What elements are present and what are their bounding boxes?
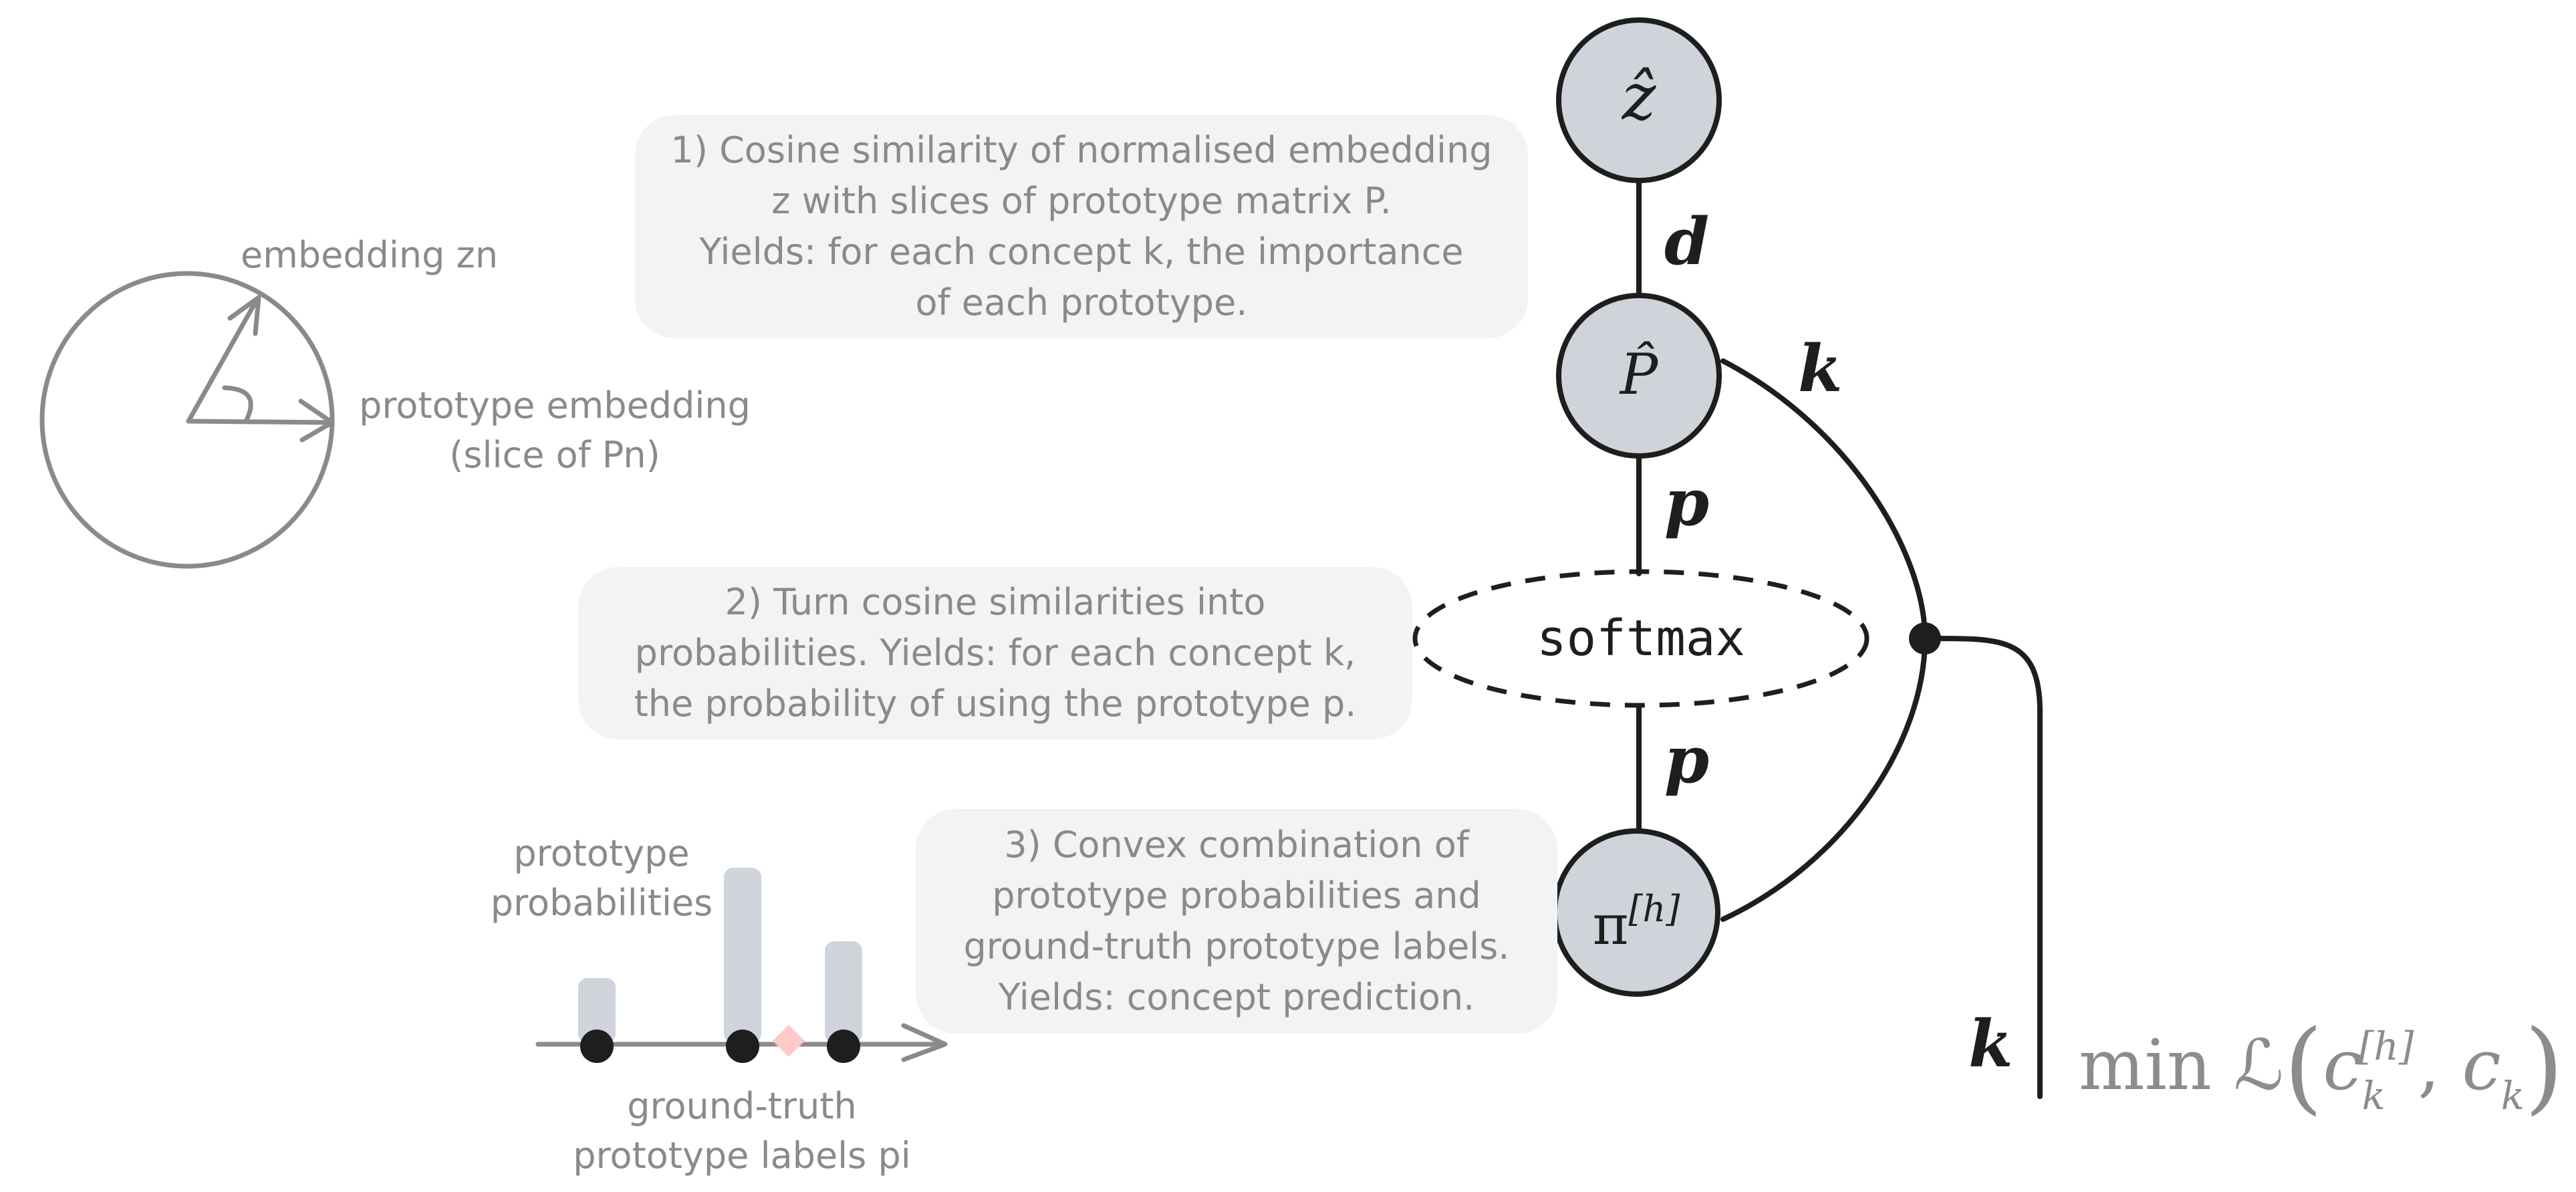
embedding-circle-sketch xyxy=(39,271,335,569)
merge-point xyxy=(1909,622,1941,654)
loss-c-hat: c xyxy=(2323,1024,2362,1106)
probability-bar xyxy=(578,978,616,1043)
ground-truth-labels-label: ground-truth prototype labels pi xyxy=(573,1085,911,1177)
loss-c-sub: k xyxy=(2500,1073,2525,1118)
edge-label-k-bottom: k xyxy=(1968,1006,2013,1082)
edge-label-k-top: k xyxy=(1798,331,1843,406)
probability-bar xyxy=(825,941,862,1043)
embedding-arrow xyxy=(186,295,261,424)
softmax-label: softmax xyxy=(1537,610,1745,667)
note-step-2: 2) Turn cosine similarities into probabi… xyxy=(578,567,1412,739)
bar-axis-arrowhead xyxy=(901,1023,948,1062)
note-step-2-text: 2) Turn cosine similarities into probabi… xyxy=(634,581,1357,725)
node-pi-sup: [h] xyxy=(1628,888,1680,930)
node-pi-base: π xyxy=(1592,894,1629,957)
loss-L: ℒ xyxy=(2233,1024,2284,1106)
note-step-3-text: 3) Convex combination of prototype proba… xyxy=(963,824,1510,1018)
loss-min: min xyxy=(2079,1024,2212,1106)
loss-open-paren: ( xyxy=(2283,1009,2323,1125)
ground-truth-dot xyxy=(827,1030,860,1063)
embedding-label: embedding zn xyxy=(241,234,499,276)
node-P-hat xyxy=(1556,293,1722,459)
prototype-probabilities-label: prototype probabilities xyxy=(490,832,713,924)
loss-c-hat-sup: [h] xyxy=(2358,1024,2414,1069)
graph-edges xyxy=(1636,178,2043,1099)
note-step-1-text: 1) Cosine similarity of normalised embed… xyxy=(670,129,1493,324)
softmax-node xyxy=(1412,569,1870,708)
note-step-3: 3) Convex combination of prototype proba… xyxy=(916,809,1557,1034)
prediction-marker xyxy=(772,1024,805,1058)
loss-formula: min ℒ(ck[h], ck) xyxy=(2079,989,2563,1153)
prototype-embedding-label: prototype embedding (slice of Pn) xyxy=(359,384,751,476)
edge-label-p-upper: p xyxy=(1664,465,1710,540)
ground-truth-dot xyxy=(726,1030,759,1063)
probability-bar xyxy=(724,868,761,1043)
loss-c: c xyxy=(2462,1024,2501,1106)
angle-mark xyxy=(222,385,253,424)
edge-P-merge xyxy=(1720,358,1928,641)
ground-truth-dot xyxy=(580,1030,614,1063)
node-z-hat xyxy=(1556,17,1722,183)
note-step-1: 1) Cosine similarity of normalised embed… xyxy=(635,115,1528,338)
edge-merge-loss xyxy=(1922,635,2043,1099)
edge-label-d: d xyxy=(1664,204,1710,279)
prototype-arrow xyxy=(186,398,335,443)
loss-c-hat-sub: k xyxy=(2361,1073,2386,1118)
node-pi-h-label: π[h] xyxy=(1556,872,1716,963)
edge-label-p-lower: p xyxy=(1664,722,1710,798)
loss-close-paren: ) xyxy=(2524,1009,2564,1125)
edge-pi-merge xyxy=(1720,636,1928,922)
node-z-hat-label: ẑ xyxy=(1622,59,1656,134)
loss-comma: , xyxy=(2418,1024,2440,1106)
node-P-hat-label: P̂ xyxy=(1620,342,1658,407)
